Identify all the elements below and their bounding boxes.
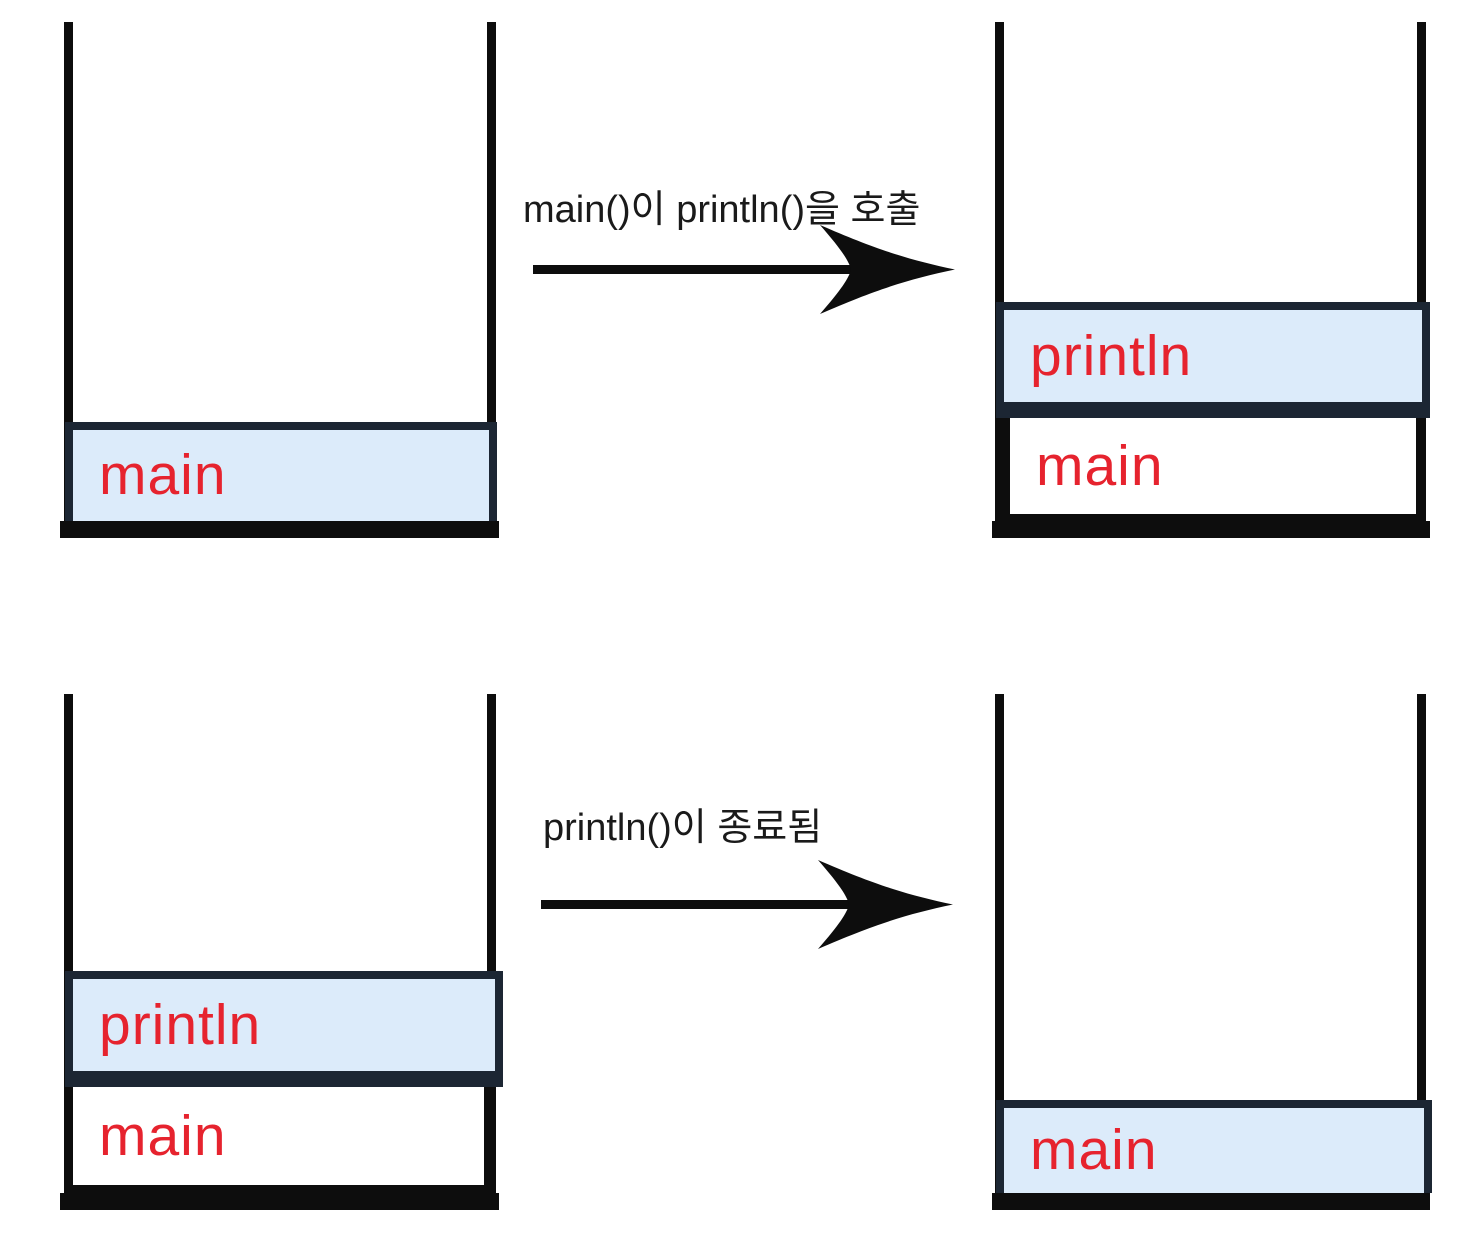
- stack-wall-right: [1417, 694, 1426, 1207]
- frame-label-println: println: [1030, 323, 1193, 388]
- frame-label-main: main: [1036, 433, 1164, 498]
- stack-frame-main: main: [1002, 418, 1424, 522]
- stack-floor: [992, 521, 1430, 538]
- stack-wall-right: [487, 22, 496, 535]
- stack-frame-println: println: [65, 971, 503, 1087]
- stack-wall-left: [995, 694, 1004, 1207]
- frame-label-println: println: [99, 992, 262, 1057]
- stack-wall-left: [995, 22, 1004, 535]
- stack-wall-right: [1417, 22, 1426, 535]
- stack-frame-println: println: [996, 302, 1430, 418]
- stack-floor: [60, 1193, 499, 1210]
- frame-label-main: main: [99, 1103, 227, 1168]
- stack-frame-main: main: [65, 1087, 492, 1193]
- stack-frame-main: main: [996, 1100, 1432, 1193]
- stack-floor: [60, 521, 499, 538]
- stack-wall-left: [64, 22, 73, 535]
- frame-label-main: main: [1030, 1118, 1158, 1182]
- frame-label-main: main: [99, 443, 227, 507]
- call-arrow-icon: [533, 225, 955, 314]
- return-arrow-label: println()이 종료됨: [543, 807, 823, 849]
- stack-floor: [992, 1193, 1430, 1210]
- stack-wall-right: [487, 694, 496, 1207]
- stack-before-return: println main: [58, 692, 512, 1210]
- stack-before-call: main: [58, 20, 502, 538]
- call-arrow-label: main()이 println()을 호출: [523, 189, 921, 231]
- return-arrow-icon: [541, 860, 953, 949]
- stack-after-call: println main: [988, 20, 1432, 538]
- stack-after-return: main: [988, 692, 1432, 1210]
- stack-frame-main: main: [65, 422, 497, 521]
- stack-wall-left: [64, 694, 73, 1207]
